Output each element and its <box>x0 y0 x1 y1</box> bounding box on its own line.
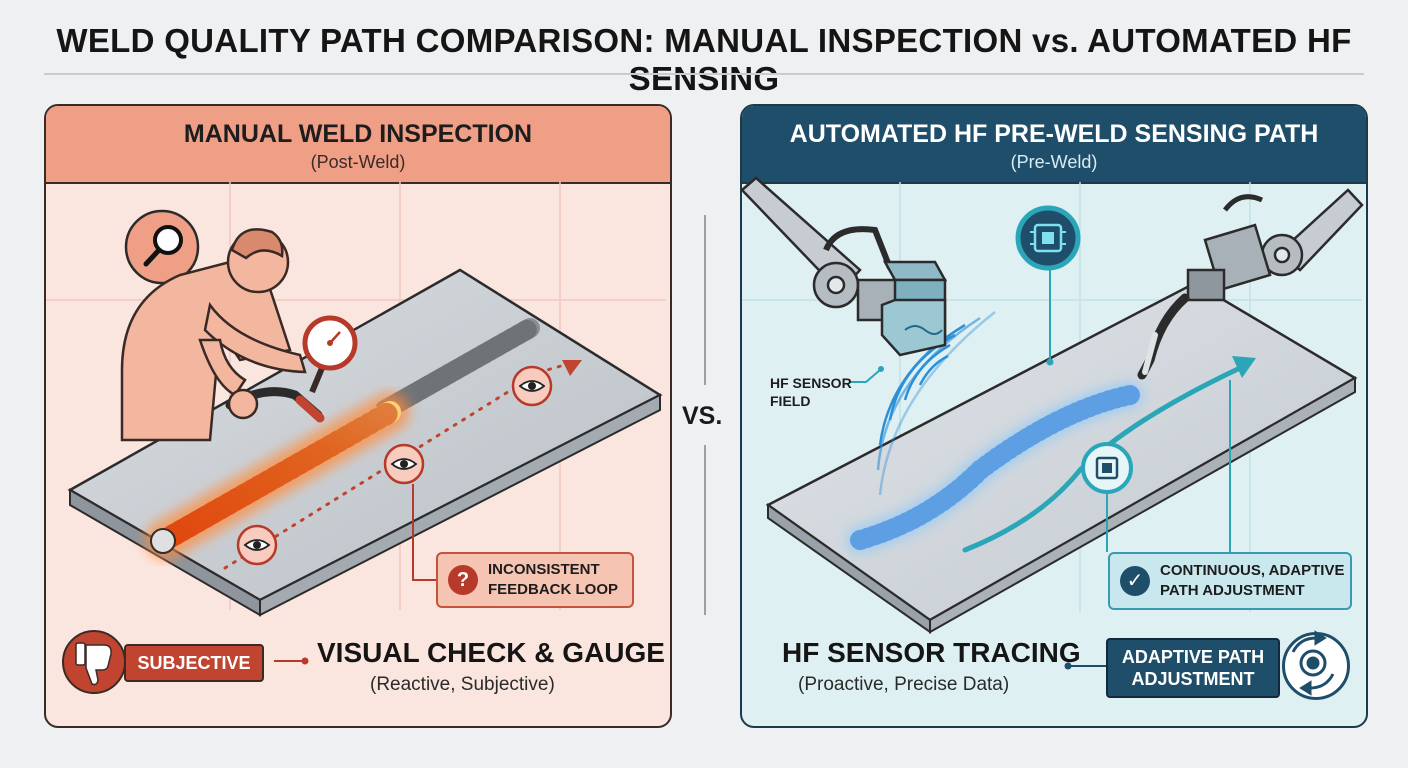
eye-icon <box>383 443 425 485</box>
chip-icon <box>1015 205 1081 271</box>
automated-panel-header: AUTOMATED HF PRE-WELD SENSING PATH (Pre-… <box>742 106 1366 184</box>
automated-method-sublabel: (Proactive, Precise Data) <box>798 674 1010 695</box>
thumbs-down-badge <box>62 630 126 694</box>
automated-method-label: HF SENSOR TRACING <box>782 637 1081 668</box>
adaptive-badge-line-1: ADAPTIVE PATH <box>1121 647 1265 667</box>
magnifier-icon <box>124 209 200 285</box>
manual-panel-header: MANUAL WELD INSPECTION (Post-Weld) <box>46 106 670 184</box>
worker-figure <box>120 228 307 442</box>
adaptive-adjustment-callout: ✓ CONTINUOUS, ADAPTIVE PATH ADJUSTMENT <box>1108 552 1352 610</box>
hf-sensor-field-label: HF SENSOR FIELD <box>770 374 852 410</box>
subjective-badge: SUBJECTIVE <box>124 644 264 682</box>
manual-panel-title: MANUAL WELD INSPECTION <box>183 120 533 148</box>
manual-method-sublabel: (Reactive, Subjective) <box>370 674 555 695</box>
gauge-icon <box>302 315 358 394</box>
adaptive-path-badge: ADAPTIVE PATH ADJUSTMENT <box>1106 638 1280 698</box>
vs-divider-top <box>704 215 706 385</box>
callout-line-1: CONTINUOUS, ADAPTIVE <box>1160 562 1345 579</box>
manual-panel-subtitle: (Post-Weld) <box>310 152 406 172</box>
callout-line-2: PATH ADJUSTMENT <box>1160 582 1305 599</box>
eye-icon <box>511 365 553 407</box>
chip-icon <box>1081 442 1133 494</box>
title-divider <box>44 73 1364 75</box>
hf-sensor-label-line-2: FIELD <box>770 393 811 409</box>
callout-line-1: INCONSISTENT <box>488 561 600 578</box>
right-steel-plate <box>765 281 1358 634</box>
gear-cycle-badge <box>1282 632 1350 700</box>
welding-torch-icon <box>225 387 325 423</box>
adaptive-path-arrow <box>962 365 1243 553</box>
inconsistent-feedback-callout: ? INCONSISTENT FEEDBACK LOOP <box>436 552 634 608</box>
robot-arm-sensor <box>740 176 948 357</box>
check-icon: ✓ <box>1120 566 1150 596</box>
robot-arm-torch <box>1137 188 1364 380</box>
vs-label: VS. <box>682 402 723 430</box>
main-title: WELD QUALITY PATH COMPARISON: MANUAL INS… <box>56 22 1352 97</box>
eye-icon <box>236 524 278 566</box>
callout-line-2: FEEDBACK LOOP <box>488 581 619 598</box>
manual-method-label: VISUAL CHECK & GAUGE <box>317 637 665 668</box>
automated-panel-title: AUTOMATED HF PRE-WELD SENSING PATH <box>789 120 1319 148</box>
question-icon: ? <box>448 565 478 595</box>
hf-sensor-label-line-1: HF SENSOR <box>770 375 852 391</box>
vs-divider-bottom <box>704 445 706 615</box>
adaptive-badge-line-2: ADJUSTMENT <box>1131 669 1255 689</box>
automated-panel-subtitle: (Pre-Weld) <box>1010 152 1098 172</box>
